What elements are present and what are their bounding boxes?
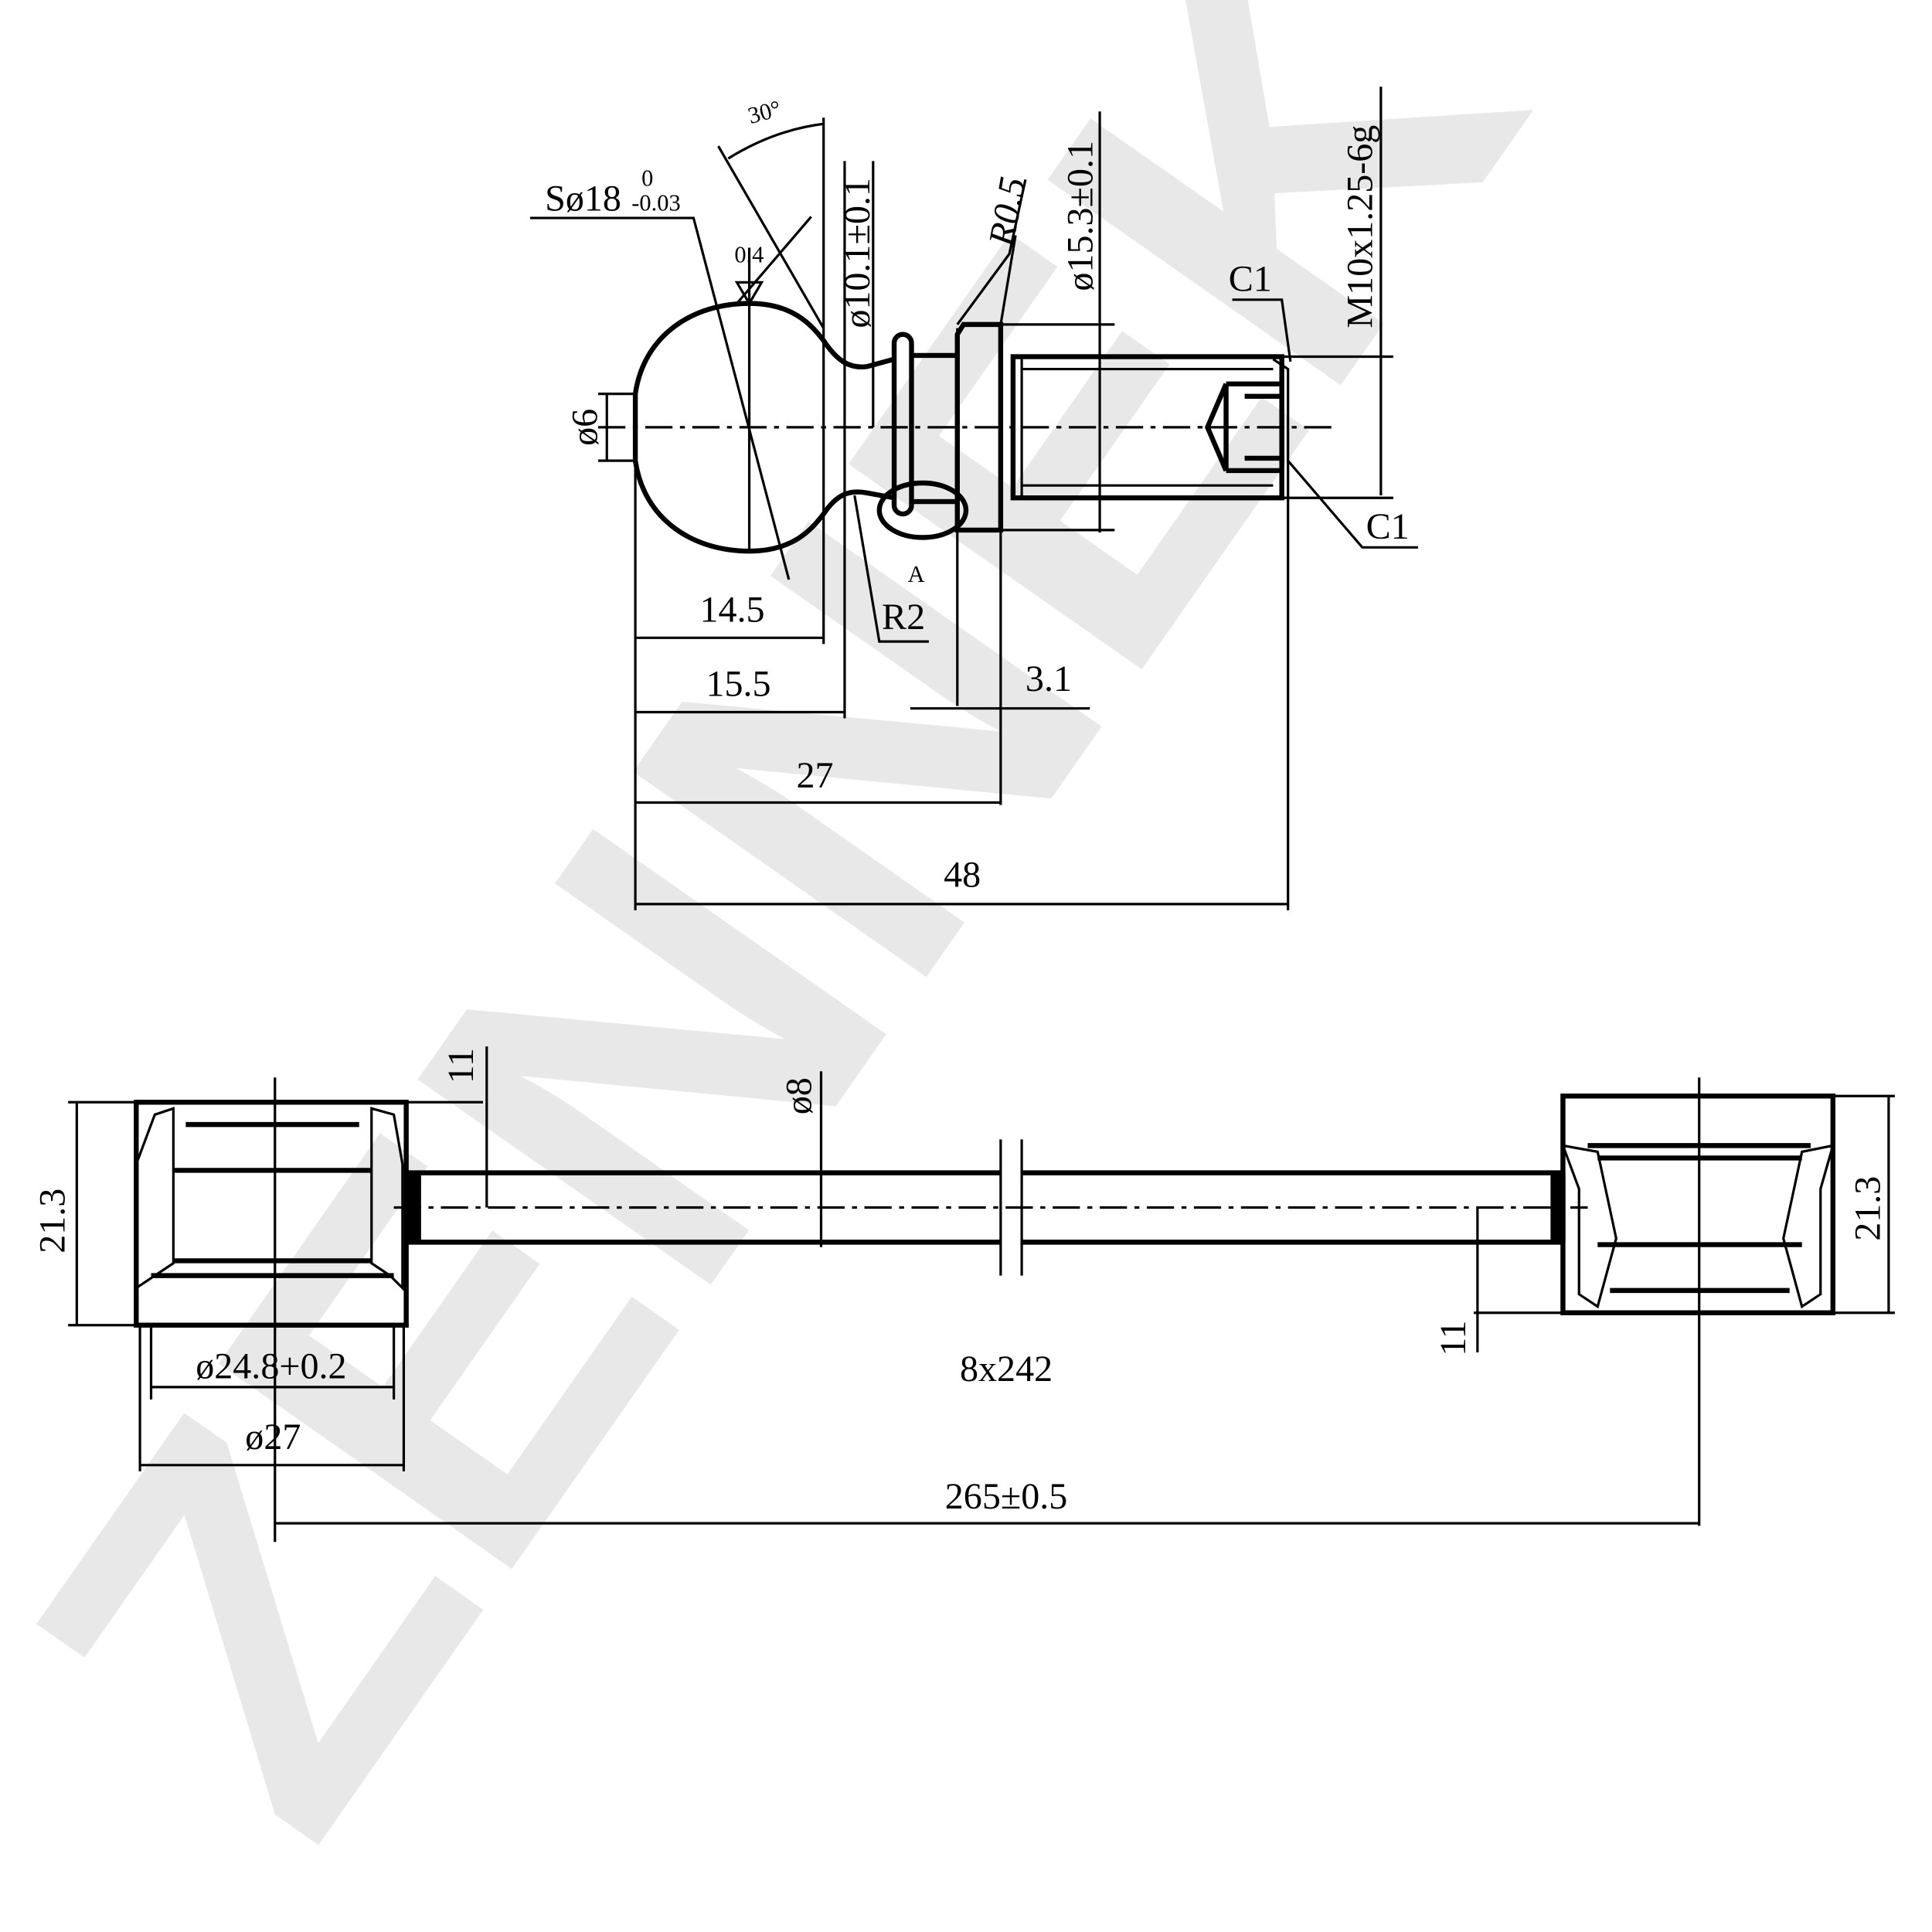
ext-lines-lower — [634, 328, 1290, 910]
label-offset-left: 11 — [440, 1048, 481, 1083]
label-thread: M10x1.25-6g — [1340, 125, 1381, 328]
label-overall-length: 265±0.5 — [945, 1476, 1068, 1517]
link-rod-view: 21.3 21.3 11 11 ø8 ø24.8+0.2 ø27 8x242 2… — [32, 1046, 1895, 1543]
dim-thread — [1281, 87, 1393, 499]
label-inner-dia: ø24.8+0.2 — [196, 1346, 346, 1387]
label-rod-spec: 8x242 — [960, 1349, 1053, 1389]
label-sphere-tol-lower: -0.03 — [631, 189, 680, 216]
label-flange-dia: ø15.3±0.1 — [1060, 141, 1100, 291]
dim-height-left — [68, 1100, 483, 1327]
chamfer-leaders — [1232, 298, 1418, 549]
label-angle: 30° — [745, 95, 784, 129]
dim-flange — [1000, 111, 1115, 533]
dim-height-right — [1474, 1094, 1895, 1315]
ball-stud-view: ø6 Sø18 0 -0.03 30° 0.4 ø10.1±0.1 R0.5 ø… — [529, 87, 1418, 910]
watermark-text: ZENNEK — [0, 0, 1627, 1921]
r05-leader — [956, 179, 1027, 325]
shaft — [911, 352, 957, 505]
label-dim-48: 48 — [944, 854, 981, 895]
label-dim-3-1: 3.1 — [1026, 658, 1072, 699]
label-dim-15-5: 15.5 — [706, 664, 770, 705]
dim-socket-dias — [138, 1325, 406, 1471]
label-r2: R2 — [882, 597, 925, 638]
hex-socket — [1205, 381, 1282, 474]
thread — [1010, 354, 1284, 501]
label-rod-dia: ø8 — [779, 1077, 820, 1114]
label-detail-a: A — [908, 561, 925, 587]
label-chamfer-bottom: C1 — [1366, 506, 1410, 547]
dim-end-dia — [598, 393, 636, 462]
label-dim-27: 27 — [796, 755, 833, 796]
chamfer — [1272, 358, 1290, 499]
label-outer-dia: ø27 — [245, 1417, 301, 1458]
ball-outline — [632, 301, 895, 554]
sphere-leader — [529, 216, 791, 580]
roughness-symbol — [734, 247, 764, 552]
angle-lines — [717, 122, 825, 329]
r2-leader — [853, 495, 929, 643]
label-end-dia: ø6 — [564, 409, 605, 446]
thread-minor — [1020, 359, 1274, 496]
label-height-right: 21.3 — [1848, 1176, 1889, 1241]
label-offset-right: 11 — [1433, 1321, 1474, 1356]
label-roughness: 0.4 — [734, 242, 764, 268]
dim-lines — [635, 636, 1288, 906]
rod — [406, 1170, 1563, 1245]
ext-lines-neck — [843, 161, 875, 719]
label-neck-dia: ø10.1±0.1 — [837, 178, 878, 328]
watermark-logo: ZENNEK — [0, 0, 1627, 1921]
collar — [891, 332, 914, 517]
label-dim-14-5: 14.5 — [699, 589, 764, 630]
label-chamfer-top: C1 — [1229, 259, 1272, 300]
detail-a-circle — [876, 480, 969, 540]
label-sphere-tol-upper: 0 — [641, 165, 653, 191]
label-sphere-dia: Sø18 — [545, 178, 621, 219]
label-height-left: 21.3 — [32, 1189, 73, 1253]
